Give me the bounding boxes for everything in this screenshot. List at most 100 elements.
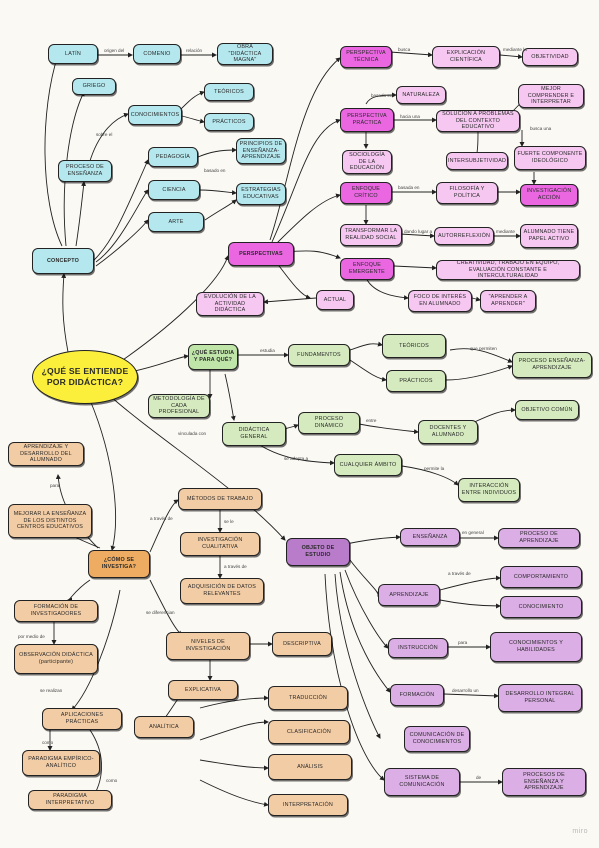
observacion-didactica-node[interactable]: OBSERVACIÓN DIDÁCTICA (participante) (14, 644, 98, 674)
objetividad-node[interactable]: OBJETIVIDAD (522, 48, 578, 66)
mejorar-ensenanza-node[interactable]: MEJORAR LA ENSEÑANZA DE LOS DISTINTOS CE… (8, 504, 92, 538)
comportamiento-node[interactable]: COMPORTAMIENTO (500, 566, 582, 588)
fuerte-ideologico-node[interactable]: FUERTE COMPONENTE IDEOLÓGICO (514, 146, 586, 170)
cualquier-ambito-node[interactable]: CUALQUIER ÁMBITO (334, 454, 402, 476)
comenio-label: COMENIO (143, 50, 171, 57)
proceso-aprendizaje-node[interactable]: PROCESO DE APRENDIZAJE (498, 528, 580, 548)
objetivo-comun-node[interactable]: OBJETIVO COMÚN (515, 400, 579, 420)
solucion-problemas-node[interactable]: SOLUCIÓN A PROBLEMAS DEL CONTEXTO EDUCAT… (436, 110, 520, 132)
teoricos-concepto-node[interactable]: TEÓRICOS (204, 83, 254, 101)
naturaleza-node[interactable]: NATURALEZA (396, 86, 446, 104)
estrategias-label: ESTRATEGIAS EDUCATIVAS (241, 187, 281, 200)
metodologia-label: METODOLOGÍA DE CADA PROFESIONAL (153, 395, 205, 416)
autorreflexion-node[interactable]: AUTORREFLEXIÓN (434, 227, 494, 245)
proceso-dinamico-node[interactable]: PROCESO DINÁMICO (298, 412, 360, 434)
label-que: que permiten (470, 346, 497, 351)
investigacion-accion-node[interactable]: INVESTIGACIÓN ACCIÓN (520, 184, 578, 206)
objetividad-label: OBJETIVIDAD (531, 53, 569, 60)
teoricos-estudia-node[interactable]: TEÓRICOS (382, 334, 446, 358)
proceso-ea-node[interactable]: PROCESO ENSEÑANZA-APRENDIZAJE (512, 352, 592, 378)
metodos-trabajo-node[interactable]: MÉTODOS DE TRABAJO (178, 488, 262, 510)
alumnado-activo-label: ALUMNADO TIENE PAPEL ACTIVO (523, 229, 575, 242)
griego-node[interactable]: GRIEGO (72, 78, 116, 95)
perspectivas-node[interactable]: PERSPECTIVAS (228, 242, 294, 266)
desarrollo-integral-node[interactable]: DESARROLLO INTEGRAL PERSONAL (498, 684, 582, 712)
enfoque-critico-node[interactable]: ENFOQUE CRÍTICO (340, 182, 392, 204)
aprendizaje-desarrollo-node[interactable]: APRENDIZAJE Y DESARROLLO DEL ALUMNADO (8, 442, 84, 466)
obra-node[interactable]: OBRA "DIDÁCTICA MAGNA" (217, 43, 273, 65)
procesos-ea-node[interactable]: PROCESOS DE ENSEÑANZA Y APRENDIZAJE (502, 768, 586, 796)
interpretacion-node[interactable]: INTERPRETACIÓN (268, 794, 348, 816)
aprendizaje-node[interactable]: APRENDIZAJE (378, 584, 440, 606)
creatividad-node[interactable]: CREATIVIDAD, TRABAJO EN EQUIPO, EVALUACI… (436, 260, 580, 280)
evolucion-node[interactable]: EVOLUCIÓN DE LA ACTIVIDAD DIDÁCTICA (196, 292, 264, 316)
formacion-node[interactable]: FORMACIÓN (390, 684, 444, 706)
aplicaciones-practicas-node[interactable]: APLICACIONES PRÁCTICAS (42, 708, 122, 730)
foco-interes-label: FOCO DE INTERÉS EN ALUMNADO (413, 294, 467, 307)
conocimiento-node[interactable]: CONOCIMIENTO (500, 596, 582, 618)
adquisicion-datos-node[interactable]: ADQUISICIÓN DE DATOS RELEVANTES (180, 578, 264, 604)
didactica-general-node[interactable]: DIDÁCTICA GENERAL (222, 422, 286, 446)
explicativa-node[interactable]: EXPLICATIVA (168, 680, 238, 700)
ciencia-node[interactable]: CIENCIA (148, 180, 200, 200)
clasificacion-node[interactable]: CLASIFICACIÓN (268, 720, 350, 744)
label-mediante2: mediante (496, 229, 515, 234)
analitica-node[interactable]: ANALÍTICA (134, 716, 194, 738)
comunicacion-conocimientos-node[interactable]: COMUNICACIÓN DE CONOCIMIENTOS (404, 726, 470, 752)
analitica-label: ANALÍTICA (149, 723, 179, 730)
foco-interes-node[interactable]: FOCO DE INTERÉS EN ALUMNADO (408, 290, 472, 312)
sistema-comunicacion-node[interactable]: SISTEMA DE COMUNICACIÓN (384, 768, 460, 796)
latin-node[interactable]: LATÍN (48, 44, 98, 64)
intersubjetividad-label: INTERSUBJETIVIDAD (447, 157, 507, 164)
mejor-comprender-node[interactable]: MEJOR COMPRENDER E INTERPRETAR (518, 84, 584, 108)
fundamentos-node[interactable]: FUNDAMENTOS (288, 344, 350, 366)
label-se-diferencian: se diferencian (146, 610, 175, 615)
como-investiga-node[interactable]: ¿CÓMO SE INVESTIGA? (88, 550, 150, 578)
comenio-node[interactable]: COMENIO (133, 44, 181, 64)
arte-node[interactable]: ARTE (148, 212, 204, 232)
concepto-label: CONCEPTO (46, 257, 80, 264)
concepto-node[interactable]: CONCEPTO (32, 248, 94, 274)
paradigma-interpretativo-node[interactable]: PARADIGMA INTERPRETATIVO (28, 790, 112, 810)
docentes-alumnado-node[interactable]: DOCENTES Y ALUMNADO (418, 420, 478, 444)
conocimientos-node[interactable]: CONOCIMIENTOS (128, 105, 182, 125)
que-estudia-node[interactable]: ¿QUÉ ESTUDIA Y PARA QUÉ? (188, 344, 238, 370)
descriptiva-node[interactable]: DESCRIPTIVA (272, 632, 332, 656)
aprender-a-aprender-node[interactable]: "APRENDER A APRENDER" (480, 290, 536, 312)
principios-node[interactable]: PRINCIPIOS DE ENSEÑANZA-APRENDIZAJE (236, 138, 286, 164)
traduccion-node[interactable]: TRADUCCIÓN (268, 686, 348, 710)
transformar-realidad-node[interactable]: TRANSFORMAR LA REALIDAD SOCIAL (340, 224, 402, 246)
instruccion-node[interactable]: INSTRUCCIÓN (388, 638, 448, 658)
sociologia-node[interactable]: SOCIOLOGÍA DE LA EDUCACIÓN (342, 150, 392, 174)
objeto-estudio-node[interactable]: OBJETO DE ESTUDIO (286, 538, 350, 566)
practicos-estudia-node[interactable]: PRÁCTICOS (386, 370, 446, 392)
estrategias-node[interactable]: ESTRATEGIAS EDUCATIVAS (236, 183, 286, 205)
conocimientos-habilidades-node[interactable]: CONOCIMIENTOS Y HABILIDADES (490, 632, 582, 662)
alumnado-activo-node[interactable]: ALUMNADO TIENE PAPEL ACTIVO (520, 224, 578, 248)
niveles-investigacion-node[interactable]: NIVELES DE INVESTIGACIÓN (166, 632, 250, 660)
practicos-concepto-node[interactable]: PRÁCTICOS (204, 113, 254, 131)
perspectiva-tecnica-node[interactable]: PERSPECTIVA TÉCNICA (340, 46, 392, 68)
metodologia-node[interactable]: METODOLOGÍA DE CADA PROFESIONAL (148, 394, 210, 418)
ensenanza-node[interactable]: ENSEÑANZA (400, 528, 460, 546)
intersubjetividad-node[interactable]: INTERSUBJETIVIDAD (446, 152, 508, 170)
proceso-ensenanza-node[interactable]: PROCESO DE ENSEÑANZA (58, 160, 112, 182)
pedagogia-label: PEDAGOGÍA (155, 153, 191, 160)
filosofia-politica-node[interactable]: FILOSOFÍA Y POLÍTICA (436, 182, 498, 204)
paradigma-empirico-node[interactable]: PARADIGMA EMPÍRICO-ANALÍTICO (22, 750, 100, 776)
interaccion-node[interactable]: INTERACCIÓN ENTRE INDIVIDUOS (458, 478, 520, 502)
cualquier-ambito-label: CUALQUIER ÁMBITO (339, 461, 397, 468)
perspectiva-practica-label: PERSPECTIVA PRÁCTICA (347, 113, 387, 126)
actual-node[interactable]: ACTUAL (316, 290, 354, 310)
formacion-investigadores-node[interactable]: FORMACIÓN DE INVESTIGADORES (14, 600, 98, 622)
perspectiva-practica-node[interactable]: PERSPECTIVA PRÁCTICA (340, 108, 394, 132)
analisis-node[interactable]: ANÁLISIS (268, 754, 352, 780)
investigacion-cualitativa-node[interactable]: INVESTIGACIÓN CUALITATIVA (180, 532, 260, 556)
perspectiva-tecnica-label: PERSPECTIVA TÉCNICA (346, 50, 386, 63)
central-question-node[interactable]: ¿QUÉ SE ENTIENDE POR DIDÁCTICA? (32, 350, 138, 404)
obra-label: OBRA "DIDÁCTICA MAGNA" (228, 43, 262, 64)
explicacion-cientifica-node[interactable]: EXPLICACIÓN CIENTÍFICA (432, 46, 500, 68)
pedagogia-node[interactable]: PEDAGOGÍA (148, 147, 198, 167)
enfoque-emergente-node[interactable]: ENFOQUE EMERGENTE (340, 258, 394, 280)
